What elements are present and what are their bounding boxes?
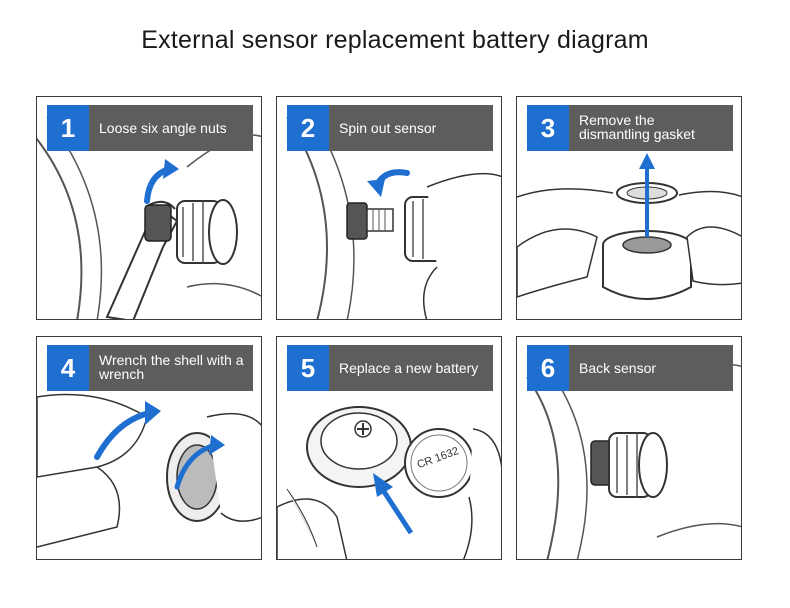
step-panel-4: 4 Wrench the shell with a wrench xyxy=(36,336,262,560)
step-3-number: 3 xyxy=(527,105,569,151)
step-panel-3: 3 Remove the dismantling gasket xyxy=(516,96,742,320)
step-5-label: Replace a new battery xyxy=(339,360,479,376)
step-4-header: 4 Wrench the shell with a wrench xyxy=(47,345,253,391)
step-3-header: 3 Remove the dismantling gasket xyxy=(527,105,733,151)
step-6-illustration xyxy=(526,363,741,559)
page-title: External sensor replacement battery diag… xyxy=(141,26,649,54)
step-3-illustration xyxy=(517,153,741,300)
step-2-illustration xyxy=(286,106,501,319)
step-5-header: 5 Replace a new battery xyxy=(287,345,493,391)
step-2-label: Spin out sensor xyxy=(339,120,437,136)
step-6-header: 6 Back sensor xyxy=(527,345,733,391)
step-6-number: 6 xyxy=(527,345,569,391)
step-1-number: 1 xyxy=(47,105,89,151)
step-4-label: Wrench the shell with a wrench xyxy=(99,352,244,382)
step-panel-1: 1 Loose six angle nuts xyxy=(36,96,262,320)
step-1-label: Loose six angle nuts xyxy=(99,120,227,136)
step-4-illustration xyxy=(37,393,261,548)
step-6-label: Back sensor xyxy=(579,360,657,376)
step-panel-5: CR 1632 5 Replace a new battery xyxy=(276,336,502,560)
step-2-header: 2 Spin out sensor xyxy=(287,105,493,151)
step-1-header: 1 Loose six angle nuts xyxy=(47,105,253,151)
step-panel-6: 6 Back sensor xyxy=(516,336,742,560)
step-5-illustration: CR 1632 xyxy=(277,406,501,559)
step-5-number: 5 xyxy=(287,345,329,391)
step-4-number: 4 xyxy=(47,345,89,391)
step-2-number: 2 xyxy=(287,105,329,151)
step-3-label: Remove the dismantling gasket xyxy=(579,112,695,142)
step-1-illustration xyxy=(37,116,261,319)
step-panel-2: 2 Spin out sensor xyxy=(276,96,502,320)
